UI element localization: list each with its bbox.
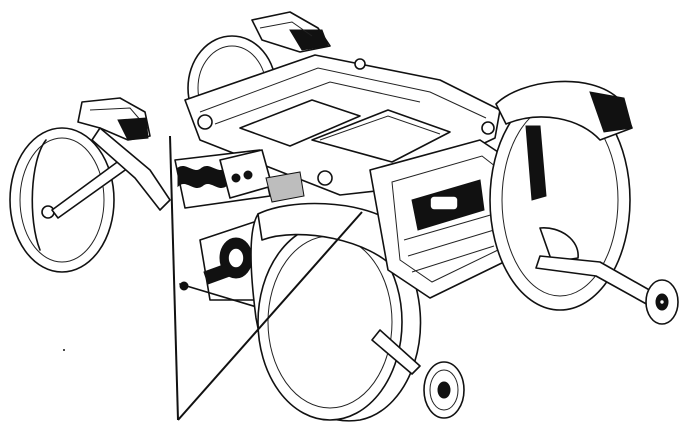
front-anti-tip-caster: [371, 329, 465, 419]
left-caster-arm: [77, 97, 171, 211]
right-drive-wheel: [489, 80, 633, 311]
brake-lever: [203, 263, 231, 285]
callout-line-left: [169, 135, 179, 421]
rear-armrest-top: [251, 11, 331, 53]
callout-line-right: [177, 211, 363, 421]
right-anti-tip-caster: [535, 255, 679, 325]
front-right-drive-wheel: [250, 202, 422, 422]
left-front-caster-wheel: [9, 127, 129, 273]
stray-dot: [63, 349, 65, 351]
suspension-springs: [174, 149, 305, 209]
callout-lines: [169, 135, 363, 421]
front-fascia: [369, 139, 511, 299]
